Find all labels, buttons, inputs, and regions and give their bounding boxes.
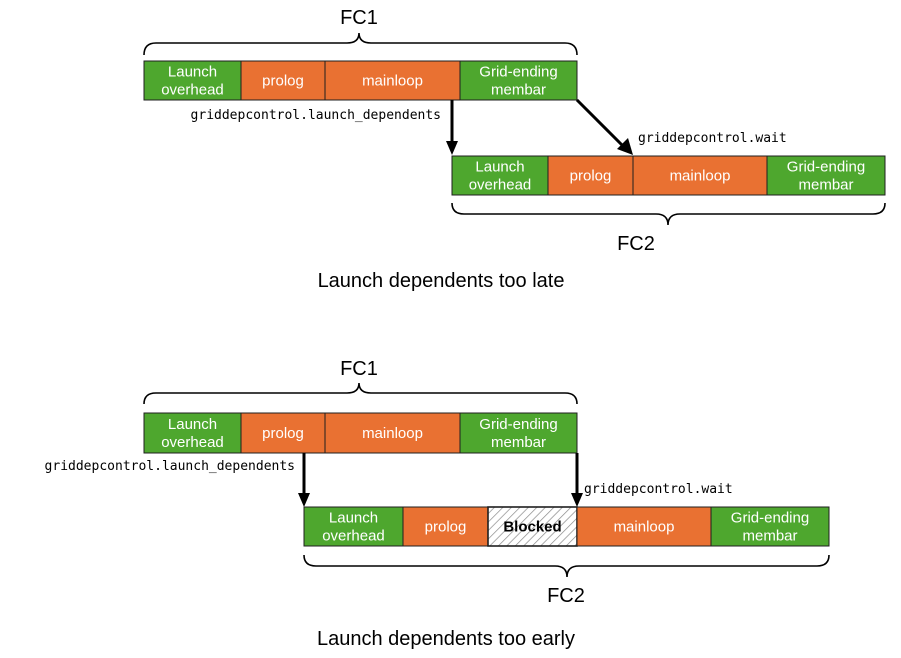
launch-dependents-arrow — [298, 453, 310, 507]
grid-ending-membar-segment — [459, 60, 578, 101]
grid-ending-membar-segment-label: membar — [742, 528, 797, 545]
grid-ending-membar-segment-label: Grid-ending — [479, 64, 557, 81]
fc1-brace — [143, 32, 578, 56]
fc2-brace — [303, 554, 830, 578]
wait-label: griddepcontrol.wait — [638, 131, 787, 146]
grid-ending-membar-segment-label: membar — [798, 177, 853, 194]
mainloop-segment-label: mainloop — [362, 425, 423, 442]
prolog-segment — [240, 60, 326, 101]
launch-overhead-segment-label: Launch — [168, 64, 217, 81]
grid-ending-membar-segment — [459, 412, 578, 454]
grid-ending-membar-segment-label: membar — [491, 434, 546, 451]
mainloop-segment — [324, 60, 461, 101]
launch-dependents-label: griddepcontrol.launch_dependents — [191, 108, 441, 123]
mainloop-segment-label: mainloop — [362, 73, 423, 90]
wait-label: griddepcontrol.wait — [584, 482, 733, 497]
prolog-segment — [547, 155, 634, 196]
mainloop-segment — [324, 412, 461, 454]
launch-overhead-segment-label: Launch — [329, 510, 378, 527]
blocked-segment — [487, 506, 578, 547]
prolog-segment-label: prolog — [262, 73, 304, 90]
grid-ending-membar-segment-label: membar — [491, 82, 546, 99]
grid-ending-membar-segment-label: Grid-ending — [731, 510, 809, 527]
caption-late: Launch dependents too late — [318, 270, 565, 292]
launch-dependents-arrow — [446, 100, 458, 155]
prolog-segment-label: prolog — [262, 425, 304, 442]
mainloop-segment-label: mainloop — [670, 168, 731, 185]
launch-overhead-segment-label: overhead — [161, 82, 224, 99]
blocked-segment-label: Blocked — [503, 519, 561, 536]
grid-ending-membar-segment-label: Grid-ending — [479, 416, 557, 433]
fc2-label: FC2 — [617, 233, 655, 255]
mainloop-segment — [576, 506, 712, 547]
launch-overhead-segment — [143, 60, 242, 101]
fc2-brace — [451, 202, 886, 226]
fc1-label: FC1 — [340, 358, 378, 380]
launch-overhead-segment-label: overhead — [469, 177, 532, 194]
wait-arrow — [571, 453, 583, 507]
launch-overhead-segment — [143, 412, 242, 454]
caption-early: Launch dependents too early — [317, 628, 575, 650]
fc1-label: FC1 — [340, 7, 378, 29]
grid-ending-membar-segment — [710, 506, 830, 547]
fc2-label: FC2 — [547, 585, 585, 607]
grid-ending-membar-segment — [766, 155, 886, 196]
mainloop-segment-label: mainloop — [614, 519, 675, 536]
launch-dependents-label: griddepcontrol.launch_dependents — [45, 459, 295, 474]
launch-overhead-segment — [303, 506, 404, 547]
prolog-segment-label: prolog — [425, 519, 467, 536]
launch-overhead-segment-label: Launch — [475, 159, 524, 176]
wait-arrow — [575, 98, 633, 155]
prolog-segment-label: prolog — [570, 168, 612, 185]
launch-overhead-segment-label: Launch — [168, 416, 217, 433]
launch-overhead-segment-label: overhead — [322, 528, 385, 545]
grid-ending-membar-segment-label: Grid-ending — [787, 159, 865, 176]
prolog-segment — [402, 506, 489, 547]
fc1-brace — [143, 382, 578, 405]
prolog-segment — [240, 412, 326, 454]
launch-overhead-segment-label: overhead — [161, 434, 224, 451]
